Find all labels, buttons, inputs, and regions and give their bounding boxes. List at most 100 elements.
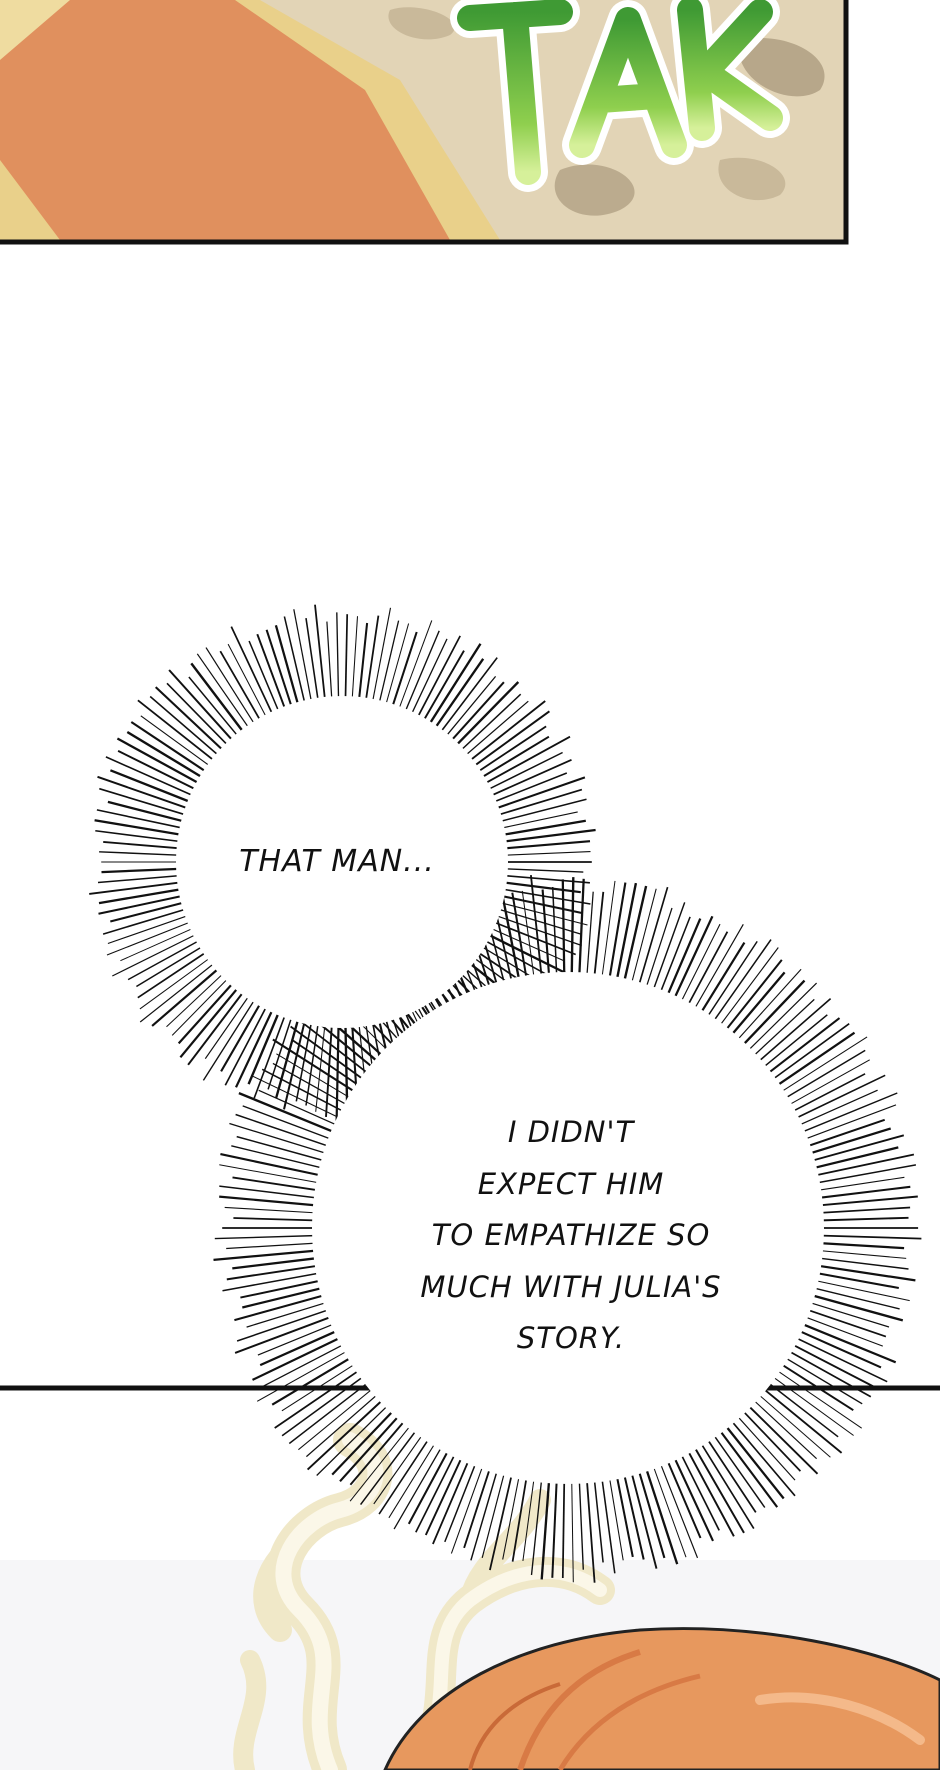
burst-line <box>500 828 596 844</box>
burst-line <box>432 1457 471 1545</box>
burst-line <box>698 942 746 1016</box>
burst-line <box>792 1335 888 1383</box>
sfx-tak-lettering <box>450 0 790 192</box>
bubble-2-line: TO EMPATHIZE SO <box>431 1218 711 1252</box>
burst-line <box>139 960 217 1023</box>
burst-line <box>795 1328 882 1369</box>
burst-line <box>202 996 257 1081</box>
burst-line <box>481 735 571 786</box>
burst-line <box>154 686 227 754</box>
burst-line <box>258 1089 340 1127</box>
burst-line <box>466 700 546 764</box>
thought-bubble-1 <box>176 696 508 1028</box>
burst-line <box>95 830 184 843</box>
burst-line <box>415 635 461 721</box>
burst-line <box>637 886 669 989</box>
burst-line <box>501 851 591 856</box>
burst-line <box>293 609 313 705</box>
burst-line <box>443 675 497 740</box>
burst-line <box>377 620 400 707</box>
carpet-edge <box>0 0 70 60</box>
burst-line <box>99 851 183 857</box>
burst-line <box>226 1242 319 1250</box>
burst-line <box>489 1471 514 1571</box>
burst-line <box>786 1059 870 1107</box>
burst-line <box>481 1469 506 1559</box>
burst-line <box>698 1440 755 1530</box>
burst-line <box>448 681 505 744</box>
burst-line <box>98 887 185 905</box>
burst-line <box>397 620 433 713</box>
ground-shadow <box>554 164 635 216</box>
burst-line <box>808 1293 904 1322</box>
burst-line <box>166 682 231 749</box>
burst-line <box>316 1402 391 1476</box>
burst-line <box>373 1432 425 1505</box>
burst-line <box>692 1444 745 1534</box>
burst-line <box>260 1342 347 1388</box>
burst-line <box>101 867 183 874</box>
burst-line <box>750 998 815 1059</box>
burst-line <box>403 630 440 715</box>
burst-line <box>717 1427 779 1508</box>
burst-line <box>230 626 275 718</box>
burst-line <box>272 1038 358 1095</box>
burst-line <box>561 1477 566 1579</box>
burst-line <box>224 1003 269 1086</box>
burst-line <box>349 1423 413 1502</box>
burst-line <box>407 1447 451 1525</box>
burst-line <box>252 1335 344 1381</box>
burst-line <box>344 614 349 703</box>
burst-line <box>496 798 587 823</box>
burst-line <box>637 1467 666 1559</box>
burst-line <box>600 1475 616 1574</box>
burst-line <box>571 1477 574 1583</box>
burst-line <box>484 932 576 979</box>
burst-line <box>685 1447 735 1537</box>
burst-line <box>760 1014 828 1070</box>
burst-line <box>801 1104 897 1141</box>
burst-line <box>242 1286 326 1309</box>
burst-line <box>816 1195 918 1207</box>
burst-line <box>136 944 206 988</box>
burst-line <box>745 1402 819 1475</box>
burst-line <box>222 1271 323 1292</box>
burst-line <box>390 631 418 711</box>
burst-line <box>231 1145 326 1170</box>
burst-line <box>804 1118 886 1149</box>
burst-line <box>499 887 591 905</box>
burst-line <box>96 809 186 830</box>
burst-line <box>102 907 190 935</box>
burst-line <box>630 888 657 987</box>
burst-line <box>629 1469 658 1569</box>
burst-line <box>371 607 392 705</box>
burst-line <box>607 882 627 982</box>
burst-line <box>236 1135 328 1163</box>
burst-line <box>226 1264 321 1281</box>
burst-line <box>789 1073 866 1114</box>
burst-line <box>219 1195 320 1207</box>
burst-line <box>734 968 802 1043</box>
burst-line <box>94 819 185 837</box>
burst-line <box>679 1451 720 1531</box>
burst-line <box>314 604 327 703</box>
burst-line <box>799 1092 898 1134</box>
burst-line <box>109 769 194 805</box>
burst-line <box>492 776 586 811</box>
ground-shadow <box>738 38 825 97</box>
burst-line <box>103 840 183 850</box>
burst-line <box>220 1153 324 1178</box>
burst-line <box>728 1418 796 1497</box>
burst-line <box>789 1342 875 1388</box>
burst-line <box>561 879 566 979</box>
burst-line <box>238 1091 338 1135</box>
burst-line <box>126 730 206 781</box>
burst-line <box>740 1408 802 1472</box>
burst-line <box>339 1413 402 1483</box>
burst-line <box>233 1217 319 1222</box>
burst-line <box>384 623 410 709</box>
burst-line <box>494 788 583 817</box>
burst-line <box>305 1392 381 1458</box>
burst-line <box>711 1431 766 1508</box>
burst-line <box>815 1264 916 1282</box>
